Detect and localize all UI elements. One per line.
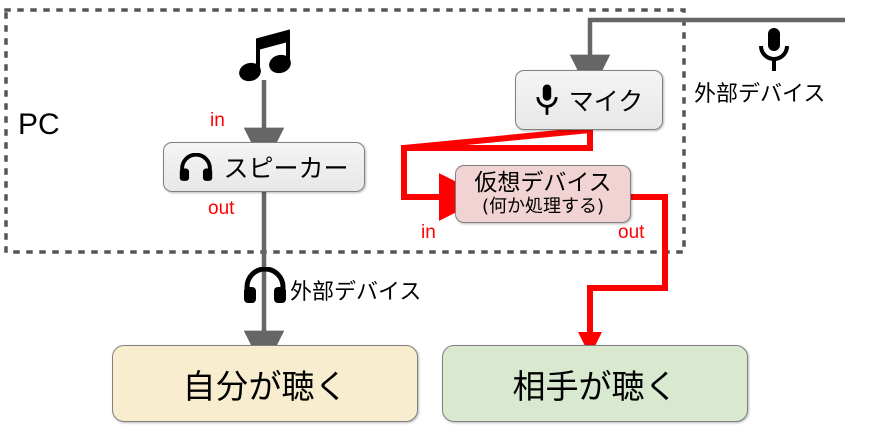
speaker-in-label: in (210, 110, 225, 131)
arrow-external-mic-to-mic (569, 17, 845, 96)
node-mic-label: マイク (568, 87, 644, 116)
node-self-listen[interactable]: 自分が聴く (112, 345, 418, 422)
microphone-icon (536, 84, 558, 115)
virtual-device-sublabel: (何か処理する) (481, 196, 605, 217)
node-virtual-device[interactable]: 仮想デバイス (何か処理する) (455, 165, 631, 223)
external-device-label-top: 外部デバイス (694, 82, 826, 107)
pc-label: PC (18, 108, 60, 141)
node-mic[interactable]: マイク (515, 70, 663, 130)
music-note-icon (239, 29, 291, 82)
external-device-label-bottom: 外部デバイス (290, 280, 422, 305)
virtual-device-in-label: in (421, 222, 436, 243)
other-listen-label: 相手が聴く (512, 366, 678, 406)
speaker-out-label: out (208, 198, 235, 219)
node-speaker[interactable]: スピーカー (163, 142, 365, 192)
node-other-listen[interactable]: 相手が聴く (442, 345, 748, 422)
self-listen-label: 自分が聴く (182, 366, 348, 406)
headphone-icon (180, 153, 213, 181)
node-speaker-label: スピーカー (223, 154, 349, 183)
microphone-icon (759, 28, 789, 71)
headphone-icon (244, 267, 286, 303)
virtual-device-out-label: out (618, 222, 645, 243)
virtual-device-label: 仮想デバイス (474, 170, 612, 196)
